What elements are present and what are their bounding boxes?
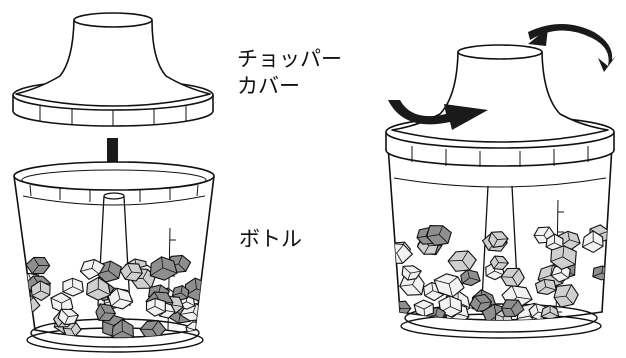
cover-cone (16, 20, 210, 106)
ice-cube (63, 278, 83, 296)
chopper-cover-label-line1: チョッパー (237, 46, 342, 73)
chopper-cover-label: チョッパー カバー (237, 46, 342, 100)
cover-right-top-opening (458, 45, 542, 59)
ice-cube (593, 266, 610, 280)
chopper-cover-label-line2: カバー (237, 73, 342, 100)
cover-top-opening (74, 13, 152, 27)
chopper-cover-left (13, 13, 213, 126)
cover-right-cone (392, 52, 608, 142)
ice-cube (185, 278, 209, 301)
bottle-rim (14, 162, 214, 190)
bottle-label: ボトル (239, 226, 302, 253)
chopper-cover-right (386, 45, 614, 167)
